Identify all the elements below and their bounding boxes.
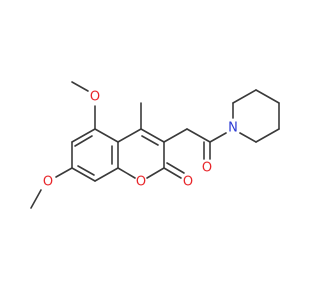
bond-c7-c8-inner xyxy=(77,165,95,176)
bond-c4-c3-inner xyxy=(141,135,159,146)
bond-o1-c8a xyxy=(117,167,136,179)
bond-ch2-c-amide xyxy=(186,128,211,143)
bond-c5-c6 xyxy=(71,128,96,143)
bond-c7-o xyxy=(55,167,73,178)
atom-o-amide-carbonyl: O xyxy=(202,161,212,176)
bond-c3-ch2 xyxy=(163,128,188,143)
bond-cp6-n xyxy=(239,132,257,143)
bond-c2-o1 xyxy=(146,167,165,179)
bond-cp3-cp4 xyxy=(255,89,280,104)
bond-c6-c5-inner xyxy=(74,135,93,147)
bond-c7-c8 xyxy=(71,167,96,182)
atom-o-methoxy-7: O xyxy=(43,175,53,190)
bond-cp2-cp3 xyxy=(232,89,257,104)
atom-n-piperidine: N xyxy=(228,121,238,136)
bond-o-ch3-5 xyxy=(71,81,89,92)
bond-layer xyxy=(30,81,280,209)
atom-label-layer: O O O O O N xyxy=(43,90,238,190)
bond-o-ch3-7 xyxy=(30,189,42,209)
bond-cp5-cp6 xyxy=(255,128,280,143)
bond-c2-o-carbonyl-a xyxy=(163,167,182,179)
bond-c-amide-n xyxy=(209,132,227,143)
molecule-structure: O O O O O N xyxy=(30,81,280,209)
atom-o-ring: O xyxy=(136,175,146,190)
bond-c4-c3 xyxy=(140,128,165,143)
bond-c8-c8a xyxy=(94,167,119,182)
bond-c4a-c4 xyxy=(117,128,142,143)
atom-o-lactone-carbonyl: O xyxy=(183,175,193,190)
atom-o-methoxy-5: O xyxy=(90,90,100,105)
bond-c4a-c5 xyxy=(94,128,119,143)
bond-c2-o-carbonyl-b xyxy=(166,162,185,174)
